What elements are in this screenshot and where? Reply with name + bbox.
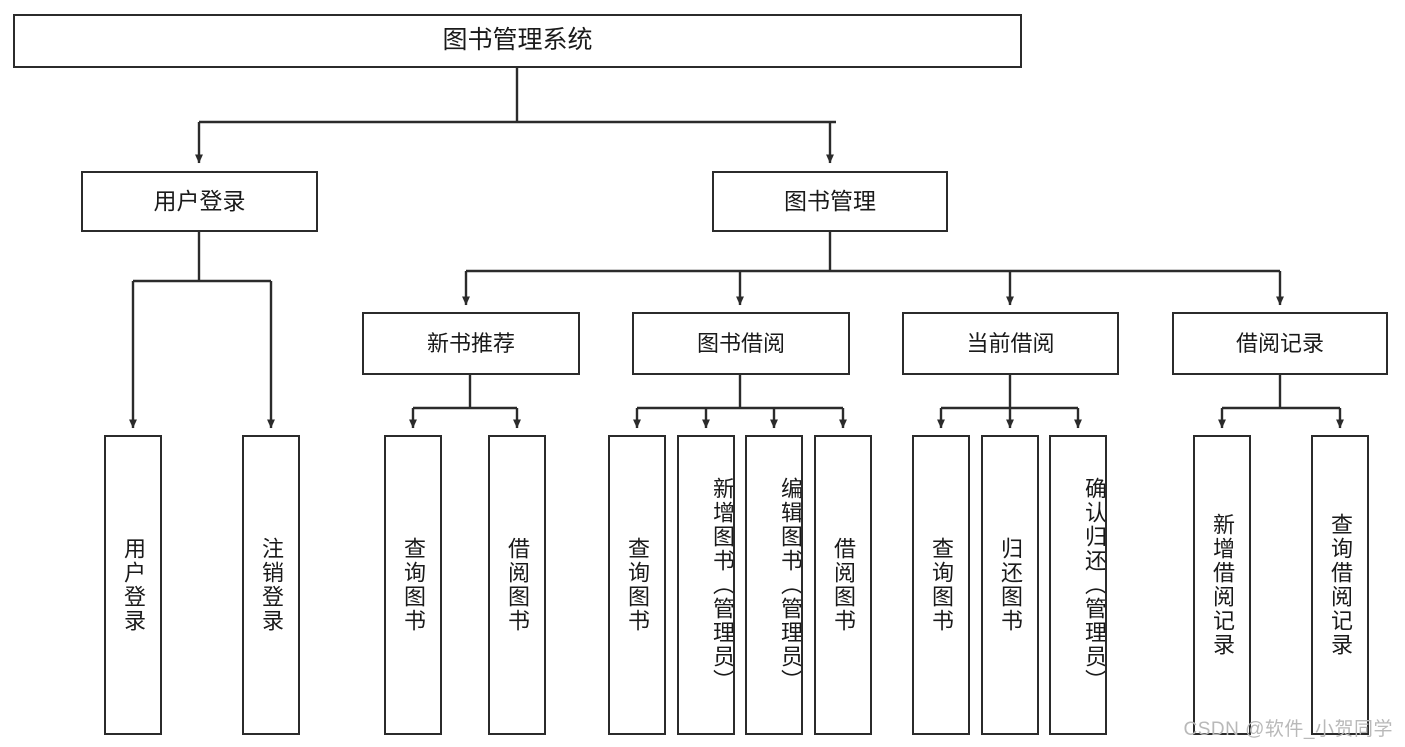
- node-new-book-recommend[interactable]: 新书推荐: [362, 312, 580, 375]
- node-user-login[interactable]: 用户登录: [81, 171, 318, 232]
- leaf-user-login-logout[interactable]: 注销登录: [242, 435, 300, 735]
- csdn-watermark: CSDN @软件_小贺同学: [1183, 719, 1393, 740]
- leaf-current-return-book[interactable]: 归还图书: [981, 435, 1039, 735]
- leaf-borrow-add-book-admin[interactable]: 新增图书（管理员）: [677, 435, 735, 735]
- leaf-current-confirm-return-admin[interactable]: 确认归还（管理员）: [1049, 435, 1107, 735]
- leaf-recommend-query-book[interactable]: 查询图书: [384, 435, 442, 735]
- leaf-record-add-record[interactable]: 新增借阅记录: [1193, 435, 1251, 735]
- node-book-management[interactable]: 图书管理: [712, 171, 948, 232]
- leaf-user-login-login[interactable]: 用户登录: [104, 435, 162, 735]
- node-current-borrow[interactable]: 当前借阅: [902, 312, 1119, 375]
- node-root-system[interactable]: 图书管理系统: [13, 14, 1022, 68]
- leaf-borrow-borrow-book[interactable]: 借阅图书: [814, 435, 872, 735]
- leaf-borrow-query-book[interactable]: 查询图书: [608, 435, 666, 735]
- node-borrow-record[interactable]: 借阅记录: [1172, 312, 1388, 375]
- leaf-current-query-book[interactable]: 查询图书: [912, 435, 970, 735]
- node-book-borrow[interactable]: 图书借阅: [632, 312, 850, 375]
- leaf-recommend-borrow-book[interactable]: 借阅图书: [488, 435, 546, 735]
- leaf-borrow-edit-book-admin[interactable]: 编辑图书（管理员）: [745, 435, 803, 735]
- leaf-record-query-record[interactable]: 查询借阅记录: [1311, 435, 1369, 735]
